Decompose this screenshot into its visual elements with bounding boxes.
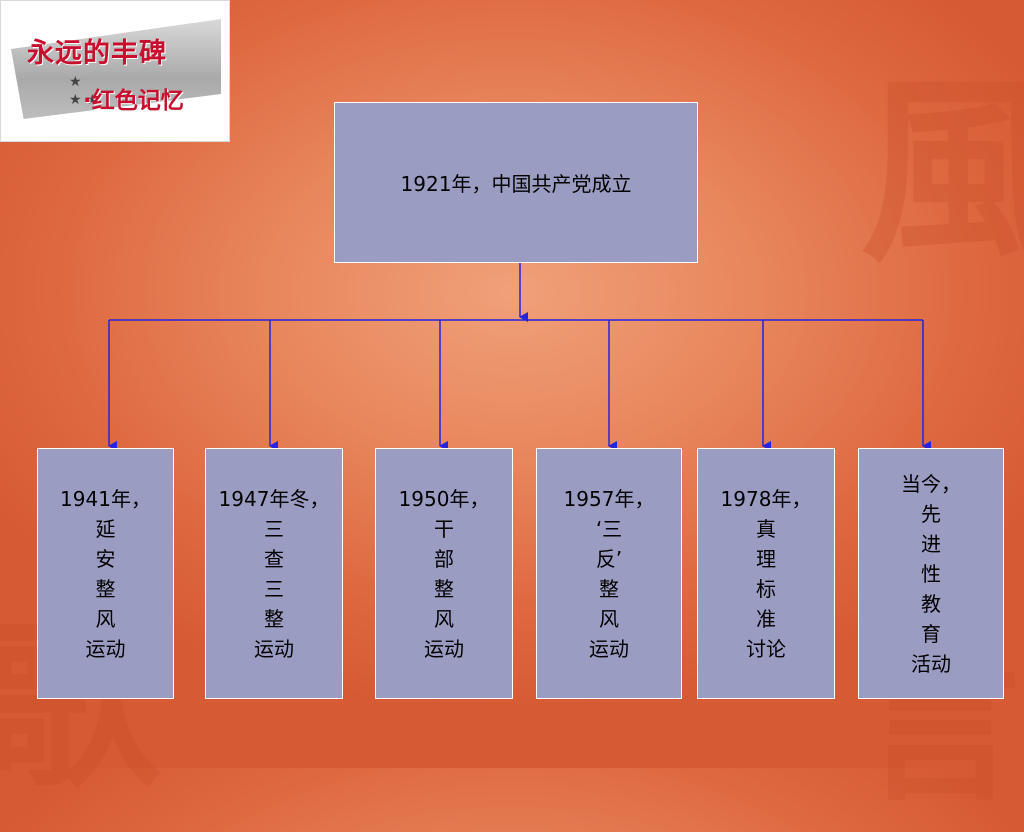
child-node-1957: 1957年， ‘三 反’ 整 风 运动: [536, 448, 682, 699]
child-node-1941: 1941年， 延 安 整 风 运动: [37, 448, 174, 699]
root-node: 1921年，中国共产党成立: [334, 102, 698, 263]
child-node-1950: 1950年， 干 部 整 风 运动: [375, 448, 513, 699]
child-node-1947: 1947年冬， 三 查 三 整 运动: [205, 448, 343, 699]
background-seal-decoration: 風: [860, 55, 1024, 290]
star-icon: ★★ ★: [69, 74, 99, 108]
child-node-today: 当今， 先 进 性 教 育 活动: [858, 448, 1004, 699]
logo: 永远的丰碑 ★★ ★ ·红色记忆: [0, 0, 230, 142]
logo-subtitle: ·红色记忆: [83, 88, 184, 114]
logo-title: 永远的丰碑: [27, 38, 167, 69]
root-node-label: 1921年，中国共产党成立: [400, 172, 632, 196]
child-node-1978: 1978年， 真 理 标 准 讨论: [697, 448, 835, 699]
